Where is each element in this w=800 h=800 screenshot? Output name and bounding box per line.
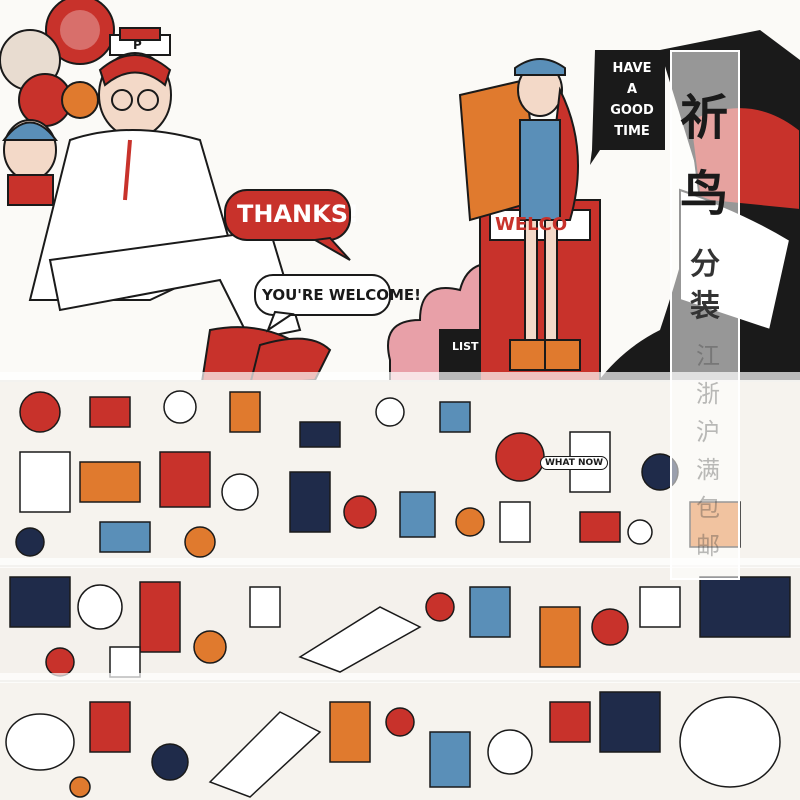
top-illustration-band: THANKS! YOU'RE WELCOME! P WELCO LIST HAV… (0, 0, 800, 430)
watermark-column: 江 浙 沪 满 包 邮 (696, 337, 726, 565)
top-illustration-svg (0, 0, 800, 430)
divider-strip-2 (0, 558, 800, 568)
have-good-time-text: HAVE A GOOD TIME (602, 58, 662, 142)
sticker-band-3-svg (5, 691, 781, 798)
watermark-char-4: 满 (696, 456, 720, 484)
sticker-band-2 (0, 565, 800, 682)
brand-char-2: 鸟 (680, 166, 729, 222)
welcome-sign-text: WELCO (495, 214, 568, 235)
thanks-text: THANKS! (237, 200, 359, 228)
watermark-char-6: 邮 (696, 532, 720, 560)
sticker-band-3 (0, 680, 800, 800)
subtitle-char-2: 装 (690, 289, 720, 324)
have-word: HAVE (612, 61, 652, 76)
subtitle-char-1: 分 (690, 247, 720, 282)
hat-letter: P (133, 38, 142, 52)
a-word: A (626, 82, 638, 97)
divider-strip-3 (0, 673, 800, 683)
watermark-char-2: 浙 (696, 380, 720, 408)
welcome-text: YOU'RE WELCOME! (262, 286, 421, 304)
brand-char-1: 祈 (680, 90, 729, 146)
have-good-time-bubble (590, 50, 665, 165)
sticker-band-2-svg (9, 576, 791, 678)
what-now-text: WHAT NOW (540, 456, 609, 470)
list-sign-text: LIST (452, 340, 479, 353)
watermark-char-1: 江 (696, 342, 720, 370)
balloons (0, 0, 115, 127)
divider-strip-1 (0, 372, 800, 382)
good-word: GOOD (610, 103, 654, 118)
watermark-char-3: 沪 (696, 418, 720, 446)
time-word: TIME (614, 124, 650, 139)
sticker-band-1-svg (15, 390, 741, 558)
girl-with-hat (2, 119, 58, 206)
sitting-man (28, 27, 332, 397)
backpack-girl (458, 58, 581, 371)
sticker-band-1: WHAT NOW (0, 380, 800, 567)
welcome-bubble (254, 274, 391, 333)
thanks-bubble (224, 189, 351, 261)
brand-label: 祈 鸟 分 装 江 浙 沪 满 包 邮 (670, 50, 740, 580)
watermark-char-5: 包 (696, 494, 720, 522)
